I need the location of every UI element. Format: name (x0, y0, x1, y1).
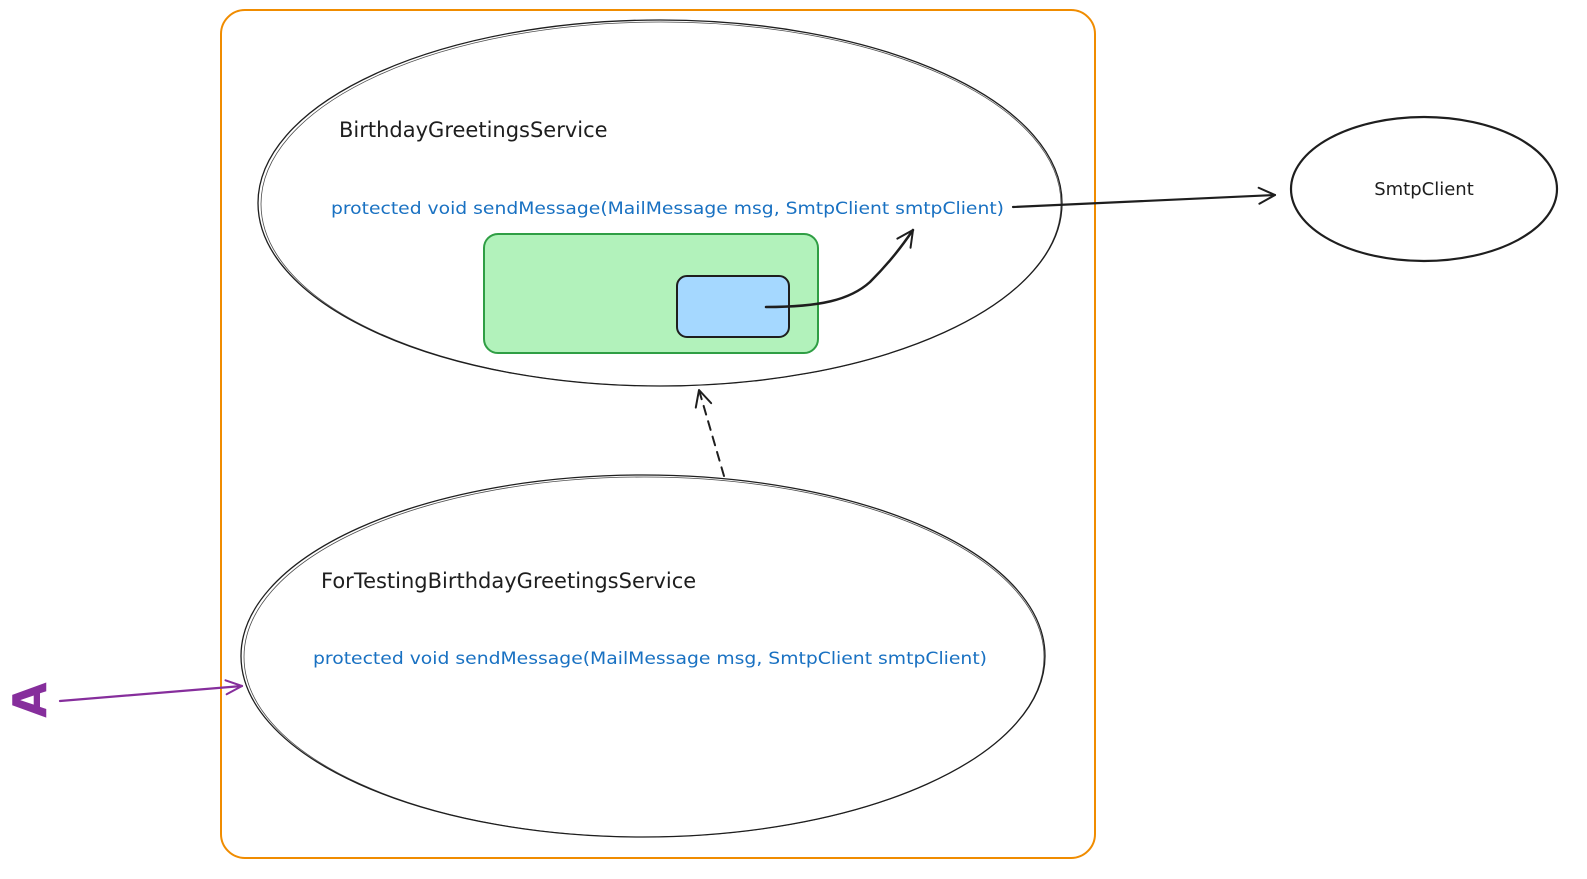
testing-service-ellipse-sketch (243, 476, 1045, 838)
testing-service-class-name: ForTestingBirthdayGreetingsService (321, 569, 696, 593)
inheritance-dashed-arrow (694, 389, 725, 477)
system-boundary (220, 9, 1096, 859)
birthday-service-method-signature: protected void sendMessage(MailMessage m… (331, 199, 1004, 219)
smtp-client-ellipse (1289, 115, 1559, 263)
testing-service-method-signature: protected void sendMessage(MailMessage m… (313, 649, 987, 669)
birthday-service-class-name: BirthdayGreetingsService (339, 118, 608, 142)
call-site-to-parameter-arrow (764, 228, 915, 309)
actor-label: A (3, 682, 57, 718)
actor-to-testing-service-arrow (58, 679, 244, 703)
testing-birthday-greetings-service-node[interactable]: ForTestingBirthdayGreetingsService prote… (240, 474, 1046, 838)
birthday-greetings-service-node[interactable]: BirthdayGreetingsService protected void … (257, 19, 1063, 387)
method-to-smtpclient-arrow (1011, 186, 1277, 209)
smtp-client-node[interactable]: SmtpClient (1289, 115, 1559, 263)
smtp-client-label: SmtpClient (1374, 179, 1474, 200)
